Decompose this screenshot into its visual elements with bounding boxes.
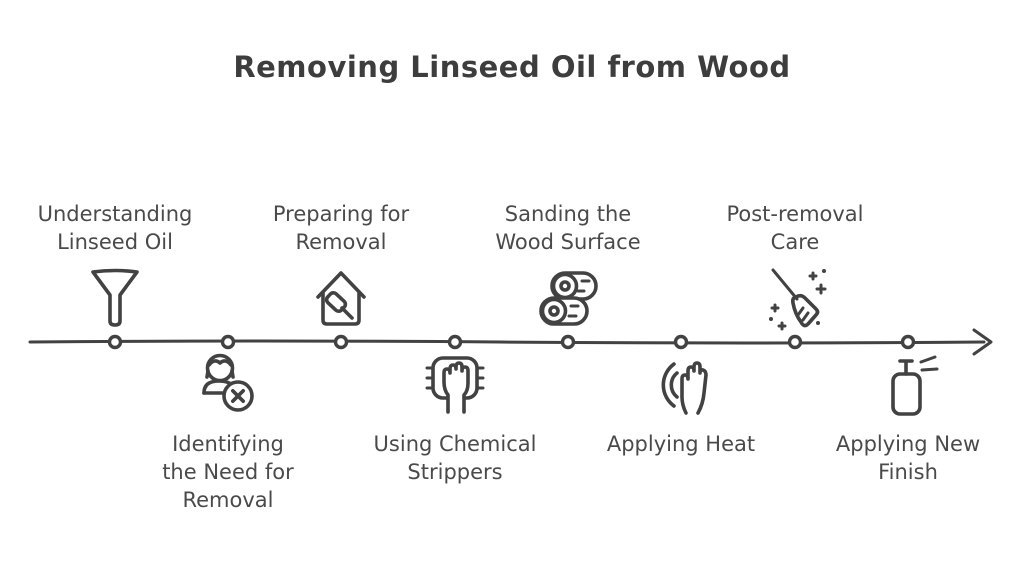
label-line: Identifying: [172, 432, 284, 456]
step-applying-heat: Applying Heat: [566, 349, 796, 458]
timeline-dot: [787, 334, 803, 350]
broom-sparkle-icon: [769, 268, 827, 331]
label-line: Sanding the: [504, 202, 632, 226]
person-remove-icon: [202, 353, 254, 412]
label-line: Post-removal: [726, 202, 864, 226]
timeline-dot: [333, 334, 349, 350]
page-title: Removing Linseed Oil from Wood: [233, 50, 791, 84]
label-line: Removal: [182, 488, 274, 512]
funnel-icon: [91, 268, 139, 327]
step-label: Post-removal Care: [726, 200, 863, 256]
timeline-dot: [560, 334, 576, 350]
label-line: Linseed Oil: [57, 230, 173, 254]
label-line: Applying Heat: [606, 432, 756, 456]
step-sanding-the-wood-surface: Sanding the Wood Surface: [453, 200, 683, 332]
step-label: Applying Heat: [607, 430, 755, 458]
step-preparing-for-removal: Preparing for Removal: [226, 200, 456, 332]
step-understanding-linseed-oil: Understanding Linseed Oil: [0, 200, 230, 332]
house-hammer-icon: [316, 271, 366, 326]
label-line: Using Chemical: [373, 432, 537, 456]
label-line: Finish: [878, 460, 938, 484]
step-label: Preparing for Removal: [273, 200, 409, 256]
step-identifying-need-for-removal: Identifying the Need for Removal: [113, 349, 343, 514]
label-line: Wood Surface: [495, 230, 641, 254]
label-line: Removal: [295, 230, 387, 254]
step-label: Identifying the Need for Removal: [162, 430, 294, 514]
step-applying-new-finish: Applying New Finish: [793, 349, 1023, 486]
timeline-line: [28, 339, 986, 345]
heat-hand-icon: [661, 361, 708, 415]
step-using-chemical-strippers: Using Chemical Strippers: [340, 349, 570, 486]
label-line: Strippers: [407, 460, 503, 484]
label-line: the Need for: [162, 460, 294, 484]
label-line: Care: [770, 230, 820, 254]
arrow-head-icon: [972, 328, 993, 356]
wood-logs-icon: [539, 271, 598, 326]
step-post-removal-care: Post-removal Care: [680, 200, 910, 332]
spray-bottle-icon: [891, 355, 939, 416]
timeline-dot: [900, 334, 916, 350]
step-label: Using Chemical Strippers: [374, 430, 537, 486]
label-line: Preparing for: [272, 202, 410, 226]
timeline-dot: [447, 334, 463, 350]
timeline-dot: [673, 334, 689, 350]
step-label: Sanding the Wood Surface: [495, 200, 640, 256]
step-label: Applying New Finish: [836, 430, 980, 486]
step-label: Understanding Linseed Oil: [38, 200, 193, 256]
timeline-dot: [220, 334, 236, 350]
sponge-hand-icon: [425, 356, 485, 414]
timeline-dot: [107, 334, 123, 350]
label-line: Understanding: [37, 202, 193, 226]
label-line: Applying New: [835, 432, 981, 456]
